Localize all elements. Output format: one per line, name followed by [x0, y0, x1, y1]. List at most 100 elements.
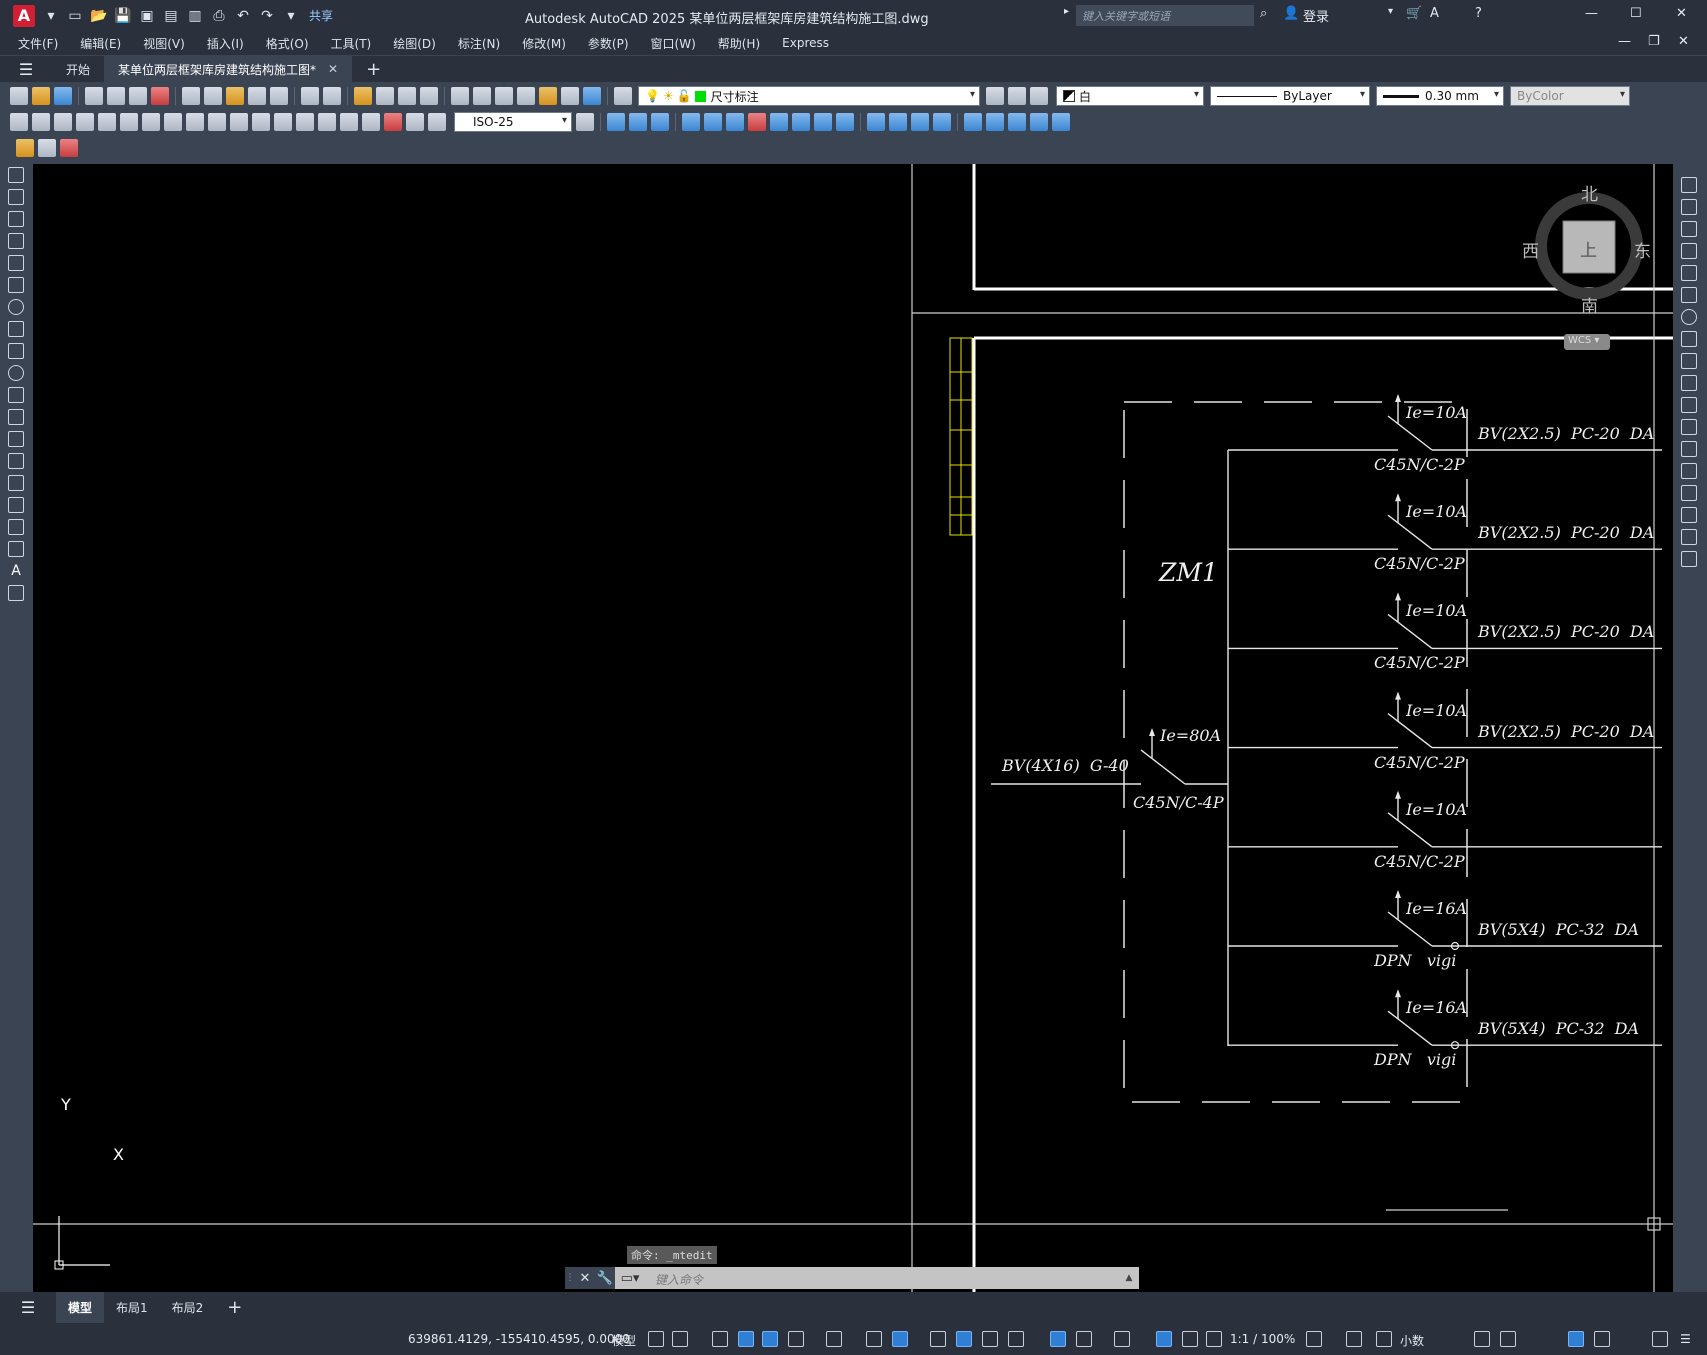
- menu-draw[interactable]: 绘图(D): [393, 36, 436, 51]
- tab-layout1[interactable]: 布局1: [104, 1292, 160, 1323]
- command-prompt-icon[interactable]: ▭▾: [615, 1267, 645, 1289]
- dim-aligned-icon[interactable]: [32, 113, 50, 131]
- view-front-icon[interactable]: [607, 113, 625, 131]
- construction-line-icon[interactable]: [8, 189, 24, 205]
- isometric-icon[interactable]: [826, 1331, 842, 1347]
- view-left-icon[interactable]: [651, 113, 669, 131]
- edit-attribute-icon[interactable]: [16, 139, 34, 157]
- quick-properties-icon[interactable]: [1474, 1331, 1490, 1347]
- menu-window[interactable]: 窗口(W): [650, 36, 696, 51]
- scale-icon[interactable]: [1681, 331, 1697, 347]
- dim-linear-icon[interactable]: [10, 113, 28, 131]
- isolate-objects-icon[interactable]: [1594, 1331, 1610, 1347]
- circle-icon[interactable]: [8, 299, 24, 315]
- annotation-scale-icon[interactable]: [1206, 1331, 1222, 1347]
- layer-state-icon[interactable]: [1030, 87, 1048, 105]
- wcs-menu[interactable]: WCS ▾: [1564, 334, 1610, 350]
- intersect-icon[interactable]: [792, 113, 810, 131]
- branch-breaker-symbol[interactable]: [1387, 415, 1433, 451]
- menu-hamburger-icon[interactable]: ☰: [18, 59, 34, 79]
- fillet-icon[interactable]: [1681, 507, 1697, 523]
- multiline-text-icon[interactable]: A: [11, 563, 21, 579]
- open-web-icon[interactable]: ▥: [188, 7, 202, 24]
- linetype-dropdown[interactable]: ByLayer ▾: [1210, 86, 1370, 106]
- save-tool-icon[interactable]: [54, 87, 72, 105]
- dim-update-icon[interactable]: [428, 113, 446, 131]
- dimstyle-manager-icon[interactable]: [576, 113, 594, 131]
- match-properties-icon[interactable]: [248, 87, 266, 105]
- spline-icon[interactable]: [8, 343, 24, 359]
- new-file-icon[interactable]: ▭: [68, 7, 82, 24]
- dimstyle-dropdown[interactable]: ISO-25 ▾: [454, 112, 572, 132]
- clean-screen-icon[interactable]: [1652, 1331, 1668, 1347]
- customize-icon[interactable]: ▾: [287, 7, 295, 24]
- copy-object-icon[interactable]: [1681, 199, 1697, 215]
- layer-previous-icon[interactable]: [1008, 87, 1026, 105]
- dim-continue-icon[interactable]: [230, 113, 248, 131]
- main-breaker-symbol[interactable]: [1140, 749, 1186, 785]
- annotation-visibility-icon[interactable]: [1156, 1331, 1172, 1347]
- ucs-previous-icon[interactable]: [1008, 113, 1026, 131]
- ortho-icon[interactable]: [762, 1331, 778, 1347]
- tolerance-icon[interactable]: [296, 113, 314, 131]
- branch-breaker-symbol[interactable]: [1387, 911, 1433, 947]
- properties-icon[interactable]: [451, 87, 469, 105]
- tool-palettes-icon[interactable]: [495, 87, 513, 105]
- search-icon[interactable]: ⌕: [1260, 6, 1268, 21]
- branch-breaker-symbol[interactable]: [1387, 1010, 1433, 1046]
- dynamic-input-icon[interactable]: [738, 1331, 754, 1347]
- selection-filter-icon[interactable]: [1076, 1331, 1092, 1347]
- grip-marker[interactable]: [1647, 1217, 1661, 1231]
- join-icon[interactable]: [1681, 463, 1697, 479]
- add-selected-icon[interactable]: [8, 585, 24, 601]
- pdf-icon[interactable]: [151, 87, 169, 105]
- ucs-face-icon[interactable]: [1030, 113, 1048, 131]
- insert-block-icon[interactable]: [8, 409, 24, 425]
- autocad-logo-icon[interactable]: A: [13, 4, 35, 27]
- menu-format[interactable]: 格式(O): [265, 36, 309, 51]
- explode-icon[interactable]: [1681, 551, 1697, 567]
- cut-icon[interactable]: [182, 87, 200, 105]
- revision-cloud-icon[interactable]: [8, 321, 24, 337]
- dynamic-ucs-icon[interactable]: [1050, 1331, 1066, 1347]
- menu-insert[interactable]: 插入(I): [206, 36, 244, 51]
- transparency-icon[interactable]: [956, 1331, 972, 1347]
- hatch-icon[interactable]: [8, 475, 24, 491]
- save-as-icon[interactable]: ▣: [140, 7, 154, 24]
- chamfer-icon[interactable]: [1681, 485, 1697, 501]
- tab-close-icon[interactable]: ✕: [328, 62, 339, 76]
- quick-dim-icon[interactable]: [186, 113, 204, 131]
- layer-properties-icon[interactable]: [614, 87, 632, 105]
- layout-menu-icon[interactable]: ☰: [20, 1298, 36, 1317]
- materials-icon[interactable]: [933, 113, 951, 131]
- plot-icon[interactable]: [85, 87, 103, 105]
- lock-ui-icon[interactable]: [1500, 1331, 1516, 1347]
- make-current-layer-icon[interactable]: [986, 87, 1004, 105]
- rotate-icon[interactable]: [1681, 309, 1697, 325]
- ucs-icon[interactable]: [964, 113, 982, 131]
- customize-menu-icon[interactable]: ☰: [1680, 1332, 1691, 1346]
- infer-constraints-icon[interactable]: [712, 1331, 728, 1347]
- menu-express[interactable]: Express: [782, 36, 829, 50]
- menu-parametric[interactable]: 参数(P): [587, 36, 629, 51]
- login-button[interactable]: 登录: [1303, 10, 1330, 25]
- markup-icon[interactable]: [539, 87, 557, 105]
- command-input[interactable]: 键入命令: [645, 1267, 1119, 1289]
- sheet-set-icon[interactable]: [517, 87, 535, 105]
- add-layout-plus-icon[interactable]: +: [227, 1297, 243, 1318]
- make-block-icon[interactable]: [8, 431, 24, 447]
- plotstyle-dropdown[interactable]: ByColor ▾: [1510, 86, 1630, 106]
- arc-icon[interactable]: [8, 277, 24, 293]
- command-history-toggle-icon[interactable]: ▲: [1119, 1267, 1139, 1289]
- trim-icon[interactable]: [1681, 375, 1697, 391]
- dim-ordinate-icon[interactable]: [76, 113, 94, 131]
- dim-space-icon[interactable]: [252, 113, 270, 131]
- break-at-point-icon[interactable]: [1681, 419, 1697, 435]
- hardware-acceleration-icon[interactable]: [1568, 1331, 1584, 1347]
- workspace-gear-icon[interactable]: [1306, 1331, 1322, 1347]
- auto-scale-icon[interactable]: [1182, 1331, 1198, 1347]
- design-center-icon[interactable]: [473, 87, 491, 105]
- dim-text-edit-icon[interactable]: [406, 113, 424, 131]
- color-dropdown[interactable]: 白 ▾: [1056, 86, 1204, 106]
- lineweight-icon[interactable]: [930, 1331, 946, 1347]
